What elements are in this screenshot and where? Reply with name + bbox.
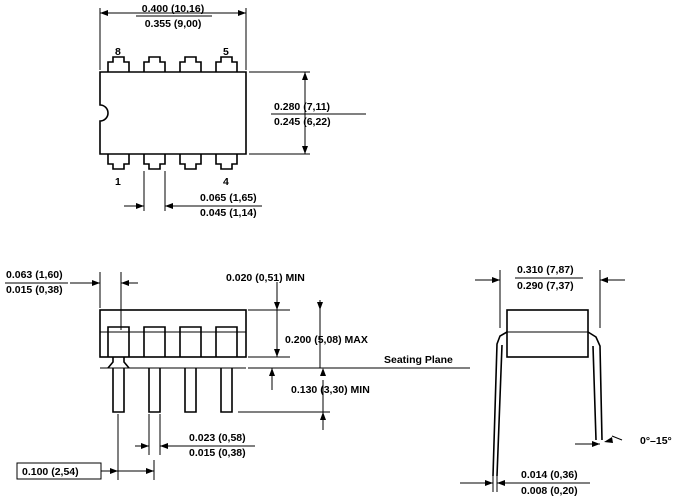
end-view-body	[506, 309, 589, 358]
top-view-body	[99, 71, 247, 155]
side-view-body	[99, 309, 247, 358]
top-view-lower-pins	[107, 154, 238, 170]
lead-thickness-max: 0.023 (0,58)	[189, 432, 246, 444]
end-lead-min: 0.015 (0,38)	[6, 284, 63, 296]
top-lead-width-dimension: 0.065 (1,65) 0.045 (1,14)	[124, 171, 262, 219]
standoff-min: 0.020 (0,51) MIN	[226, 272, 305, 284]
top-width-max: 0.400 (10,16)	[142, 3, 204, 15]
seating-plane-label: Seating Plane	[384, 354, 453, 366]
top-width-dimension: 0.400 (10,16) 0.355 (9,00)	[99, 3, 247, 70]
top-height-dimension: 0.280 (7,11) 0.245 (6,22)	[249, 71, 366, 155]
top-lead-width-min: 0.045 (1,14)	[200, 207, 257, 219]
top-height-min: 0.245 (6,22)	[274, 116, 331, 128]
side-end-lead-dimension: 0.063 (1,60) 0.015 (0,38)	[5, 269, 138, 330]
side-lead-length-dimension: 0.130 (3,30) MIN	[238, 368, 370, 430]
end-lead-max: 0.063 (1,60)	[6, 269, 63, 281]
end-view-left-leg	[492, 331, 508, 477]
end-view: 0.310 (7,87) 0.290 (7,37) 0°–15° 0.014 (…	[460, 264, 672, 497]
top-view: 8 5 1 4 0.400 (10,16) 0.355 (9,00) 0.280…	[99, 3, 366, 219]
row-spacing-min: 0.290 (7,37)	[517, 280, 574, 292]
row-spacing-max: 0.310 (7,87)	[517, 264, 574, 276]
top-width-min: 0.355 (9,00)	[145, 18, 202, 30]
top-view-upper-pins	[107, 56, 238, 72]
end-lead-width-dimension: 0.014 (0,36) 0.008 (0,20)	[460, 469, 590, 497]
body-height-max: 0.200 (5,08) MAX	[285, 334, 368, 346]
pitch-value: 0.100 (2,54)	[22, 466, 79, 478]
end-lead-width-min: 0.008 (0,20)	[521, 485, 578, 497]
lead-length-min: 0.130 (3,30) MIN	[291, 384, 370, 396]
pin-5-label: 5	[223, 46, 229, 58]
side-body-height-dimension: 0.020 (0,51) MIN 0.200 (5,08) MAX	[226, 272, 368, 368]
side-lead-thickness-dimension: 0.023 (0,58) 0.015 (0,38)	[135, 414, 255, 459]
pin-4-label: 4	[223, 176, 229, 188]
end-row-spacing-dimension: 0.310 (7,87) 0.290 (7,37)	[475, 264, 625, 328]
pin-8-label: 8	[115, 46, 121, 58]
side-view-leads	[100, 326, 246, 413]
seating-plane-line: Seating Plane	[248, 354, 470, 369]
side-pitch-dimension: 0.100 (2,54)	[16, 414, 155, 480]
lead-thickness-min: 0.015 (0,38)	[189, 447, 246, 459]
pin-1-label: 1	[115, 176, 121, 188]
end-angle-dimension: 0°–15°	[575, 435, 672, 447]
top-height-max: 0.280 (7,11)	[274, 101, 330, 113]
angle-value: 0°–15°	[640, 435, 672, 447]
side-view: 0.063 (1,60) 0.015 (0,38) 0.020 (0,51) M…	[5, 269, 470, 480]
end-view-right-leg	[587, 331, 603, 441]
end-lead-width-max: 0.014 (0,36)	[521, 469, 578, 481]
top-lead-width-max: 0.065 (1,65)	[200, 192, 257, 204]
